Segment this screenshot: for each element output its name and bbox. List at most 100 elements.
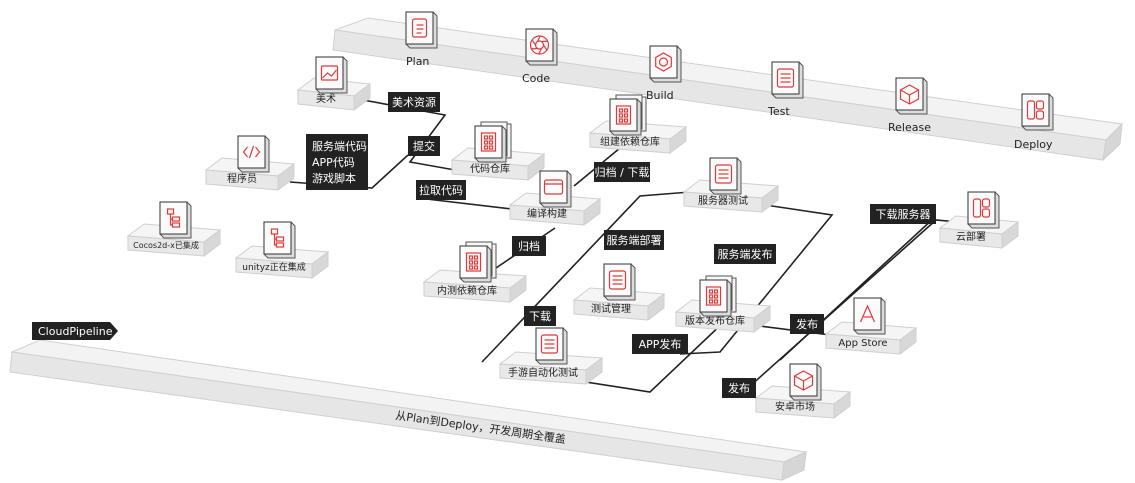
node-programmer: 程序员 xyxy=(204,135,296,191)
tag-download-text: 下载 xyxy=(529,310,551,323)
cloud-deploy-icon xyxy=(967,191,1000,229)
node-internal-repo: 内测依赖仓库 xyxy=(422,241,528,303)
node-mobile-autotest: 手游自动化测试 xyxy=(498,327,604,385)
node-test-mgmt-label: 测试管理 xyxy=(591,302,631,315)
tag-publish-2: 发布 xyxy=(722,378,756,398)
tag-archive-download: 归档 / 下载 xyxy=(594,162,650,182)
plan-doc-icon xyxy=(405,11,438,49)
stage-label: Plan xyxy=(406,55,429,68)
internal-repo-icon xyxy=(459,241,497,283)
cloudpipeline-tag: CloudPipeline xyxy=(32,322,118,340)
cloudpipeline-beam: 从Plan到Deploy，开发周期全覆盖 xyxy=(9,339,808,481)
test-list-icon xyxy=(771,61,804,99)
stage-build: Build xyxy=(646,45,682,102)
node-component-repo: 组建依赖仓库 xyxy=(588,94,688,154)
tag-code-line: 服务端代码 xyxy=(312,140,367,153)
node-cloud-deploy-label: 云部署 xyxy=(956,230,986,243)
tag-publish-1: 发布 xyxy=(790,314,824,334)
tag-server-deploy-text: 服务端部署 xyxy=(607,233,662,247)
cocos-icon xyxy=(159,201,192,239)
test-mgmt-icon xyxy=(603,263,636,301)
tag-app-release-text: APP发布 xyxy=(639,337,682,351)
tag-download-server-text: 下载服务器 xyxy=(876,208,931,221)
tag-app-release: APP发布 xyxy=(632,334,688,354)
node-test-mgmt: 测试管理 xyxy=(572,263,666,321)
tag-server-release-text: 服务端发布 xyxy=(718,247,773,261)
node-server-test-label: 服务器测试 xyxy=(698,194,748,207)
android-market-icon xyxy=(789,363,822,401)
tag-pull-code: 拉取代码 xyxy=(416,180,466,200)
programmer-icon xyxy=(237,135,270,173)
unity-icon xyxy=(263,221,296,259)
node-internal-repo-label: 内测依赖仓库 xyxy=(437,284,497,297)
server-test-loop xyxy=(679,202,834,355)
tag-publish-2-text: 发布 xyxy=(728,381,750,395)
node-art-label: 美术 xyxy=(316,92,336,105)
node-unity-label: unityz正在集成 xyxy=(242,261,306,273)
node-cocos-label: Cocos2d-x已集成 xyxy=(133,240,199,250)
tag-code-line: 游戏脚本 xyxy=(312,171,356,185)
code-repo-icon xyxy=(474,121,512,163)
stage-deploy: Deploy xyxy=(1014,93,1054,151)
tag-code-line: APP代码 xyxy=(312,156,355,169)
stage-label: Release xyxy=(888,121,931,134)
deploy-layout-icon xyxy=(1021,93,1054,131)
node-server-test: 服务器测试 xyxy=(682,157,780,213)
node-release-repo-label: 版本发布仓库 xyxy=(685,314,745,327)
stage-code: Code xyxy=(522,28,558,85)
cloudpipeline-label: CloudPipeline xyxy=(38,325,113,338)
build-gear-icon xyxy=(649,45,682,83)
stage-test: Test xyxy=(767,61,804,118)
tag-submit-text: 提交 xyxy=(413,139,435,153)
component-repo-icon xyxy=(609,94,647,136)
tag-archive: 归档 xyxy=(512,236,546,256)
node-cloud-deploy: 云部署 xyxy=(938,191,1020,249)
node-android-market-label: 安卓市场 xyxy=(775,400,815,413)
pipeline-beam xyxy=(332,17,1124,162)
stage-label: Build xyxy=(646,89,674,102)
node-android-market: 安卓市场 xyxy=(754,363,852,419)
node-code-repo: 代码仓库 xyxy=(450,121,546,181)
tag-submit: 提交 xyxy=(408,136,440,156)
tag-server-deploy: 服务端部署 xyxy=(604,230,664,250)
node-code-repo-label: 代码仓库 xyxy=(470,162,510,175)
tag-archive-text: 归档 xyxy=(518,239,540,253)
stage-plan: Plan xyxy=(405,11,438,68)
node-component-repo-label: 组建依赖仓库 xyxy=(600,135,660,148)
node-release-repo: 版本发布仓库 xyxy=(674,275,772,333)
stage-label: Deploy xyxy=(1014,138,1053,151)
tag-art-assets-text: 美术资源 xyxy=(392,95,436,109)
tag-publish-1-text: 发布 xyxy=(796,317,818,331)
stage-label: Code xyxy=(522,72,550,85)
code-aperture-icon xyxy=(525,28,558,66)
node-app-store: App Store xyxy=(824,297,918,355)
node-unity: unityz正在集成 xyxy=(234,221,330,279)
node-compile-build: 编译构建 xyxy=(508,170,602,226)
tag-download: 下载 xyxy=(524,306,556,326)
compile-build-icon xyxy=(539,170,572,208)
tag-art-assets: 美术资源 xyxy=(388,92,440,112)
tag-download-server: 下载服务器 xyxy=(870,204,936,224)
tag-pull-code-text: 拉取代码 xyxy=(419,183,463,197)
release-repo-icon xyxy=(699,275,737,317)
release-box-icon xyxy=(895,77,928,115)
mobile-autotest-icon xyxy=(535,327,568,365)
server-test-icon xyxy=(709,157,742,195)
mobile-test-loop xyxy=(559,319,727,393)
node-art: 美术 xyxy=(296,56,372,111)
tags: 美术资源提交拉取代码归档 / 下载归档服务端部署服务端发布下载APP发布发布发布… xyxy=(306,92,936,398)
tag-archive-download-text: 归档 / 下载 xyxy=(595,165,650,179)
art-icon xyxy=(315,56,348,94)
node-mobile-autotest-label: 手游自动化测试 xyxy=(508,366,578,379)
node-cocos: Cocos2d-x已集成 xyxy=(126,201,222,257)
app-store-icon xyxy=(853,297,886,335)
node-compile-build-label: 编译构建 xyxy=(527,207,567,220)
node-app-store-label: App Store xyxy=(838,338,887,349)
stage-label: Test xyxy=(767,105,790,118)
deploy-branch-line xyxy=(779,216,936,361)
stage-release: Release xyxy=(888,77,931,134)
